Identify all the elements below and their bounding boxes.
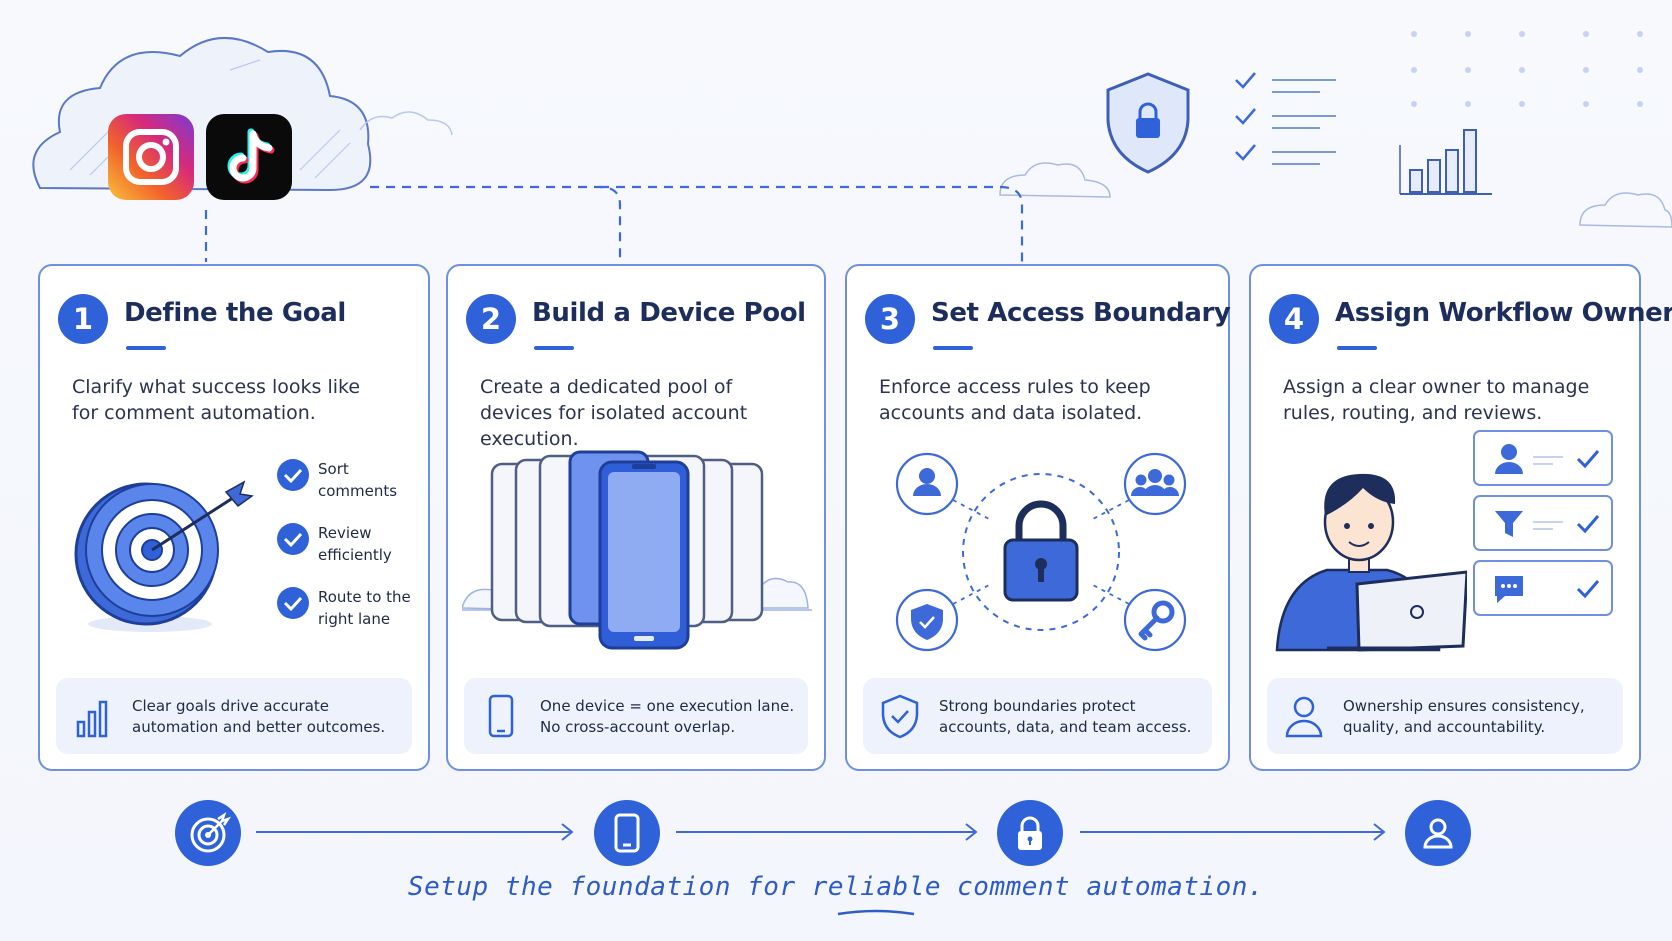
flow-step-access [997,800,1063,866]
step-card-device-pool: 2 Build a Device Pool Create a dedicated… [446,264,826,771]
title-underline [933,346,973,350]
title-underline [534,346,574,350]
tagline: Setup the foundation for reliable commen… [407,872,1265,902]
footer-note: Clear goals drive accurate automation an… [56,678,412,754]
phone-icon [488,694,514,738]
access-boundary-illustration [895,452,1187,652]
check-icon [1576,450,1600,469]
check-circle-icon [277,523,309,555]
step-card-define-goal: 1 Define the Goal Clarify what success l… [38,264,430,771]
user-icon [1495,444,1523,474]
footer-note: Strong boundaries protect accounts, data… [863,678,1212,754]
step-number: 2 [466,294,516,344]
user-icon [1285,696,1323,738]
step-number: 4 [1269,294,1319,344]
footer-note: One device = one execution lane. No cros… [464,678,808,754]
owner-task-filter [1473,495,1613,551]
user-icon [1423,818,1453,849]
step-number: 1 [58,294,108,344]
title-underline [126,346,166,350]
flow-arrows [256,823,1386,841]
chat-bubble-icon [1495,576,1523,603]
checklist-label: Route to the right lane [318,588,411,628]
step-title: Define the Goal [124,298,346,328]
title-underline [1337,346,1377,350]
step-number: 3 [865,294,915,344]
step-title: Set Access Boundary [931,298,1231,328]
step-description: Assign a clear owner to manage rules, ro… [1283,376,1590,424]
checklist-label: Sort comments [318,460,398,500]
owner-illustration [1275,473,1467,652]
owner-task-user [1473,430,1613,486]
step-card-access-boundary: 3 Set Access Boundary Enforce access rul… [845,264,1231,771]
check-icon [1576,580,1600,599]
step-title: Assign Workflow Owner [1335,298,1672,328]
device-pool-illustration [462,450,812,650]
step-description: Enforce access rules to keep accounts an… [879,376,1151,424]
phone-icon [614,813,640,853]
flow-step-goal [175,800,241,866]
flow-step-device [594,800,660,866]
filter-icon [1495,511,1523,537]
check-icon [1576,515,1600,534]
lock-icon [1018,816,1042,850]
step-title: Build a Device Pool [532,298,806,328]
footer-text: One device = one execution lane. No cros… [540,697,795,736]
shield-check-icon [881,694,919,739]
check-circle-icon [277,587,309,619]
footer-note: Ownership ensures consistency, quality, … [1267,678,1623,754]
checklist-label: Review efficiently [318,524,392,564]
tiktok-icon [206,114,292,200]
step-description: Create a dedicated pool of devices for i… [480,376,748,450]
step-description: Clarify what success looks like for comm… [72,376,361,424]
step-card-workflow-owner: 4 Assign Workflow Owner Assign a clear o… [1249,264,1672,771]
tagline-underline [837,909,915,916]
instagram-icon [108,114,194,200]
bar-chart-icon [76,700,108,738]
target-icon [190,811,232,853]
target-icon [74,480,254,632]
footer-text: Strong boundaries protect accounts, data… [939,697,1192,736]
footer-text: Ownership ensures consistency, quality, … [1343,697,1585,736]
owner-task-review [1473,560,1613,616]
footer-text: Clear goals drive accurate automation an… [132,697,386,736]
flow-step-owner [1405,800,1471,866]
check-circle-icon [277,459,309,491]
